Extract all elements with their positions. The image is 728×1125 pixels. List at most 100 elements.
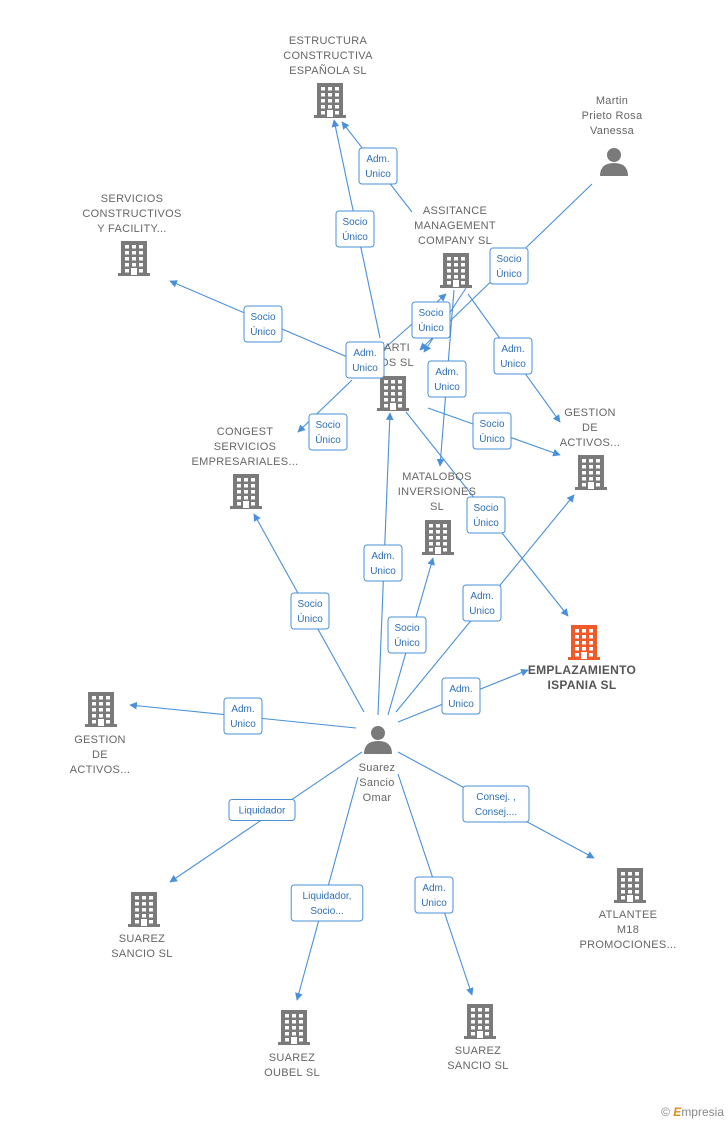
- node-gestion1[interactable]: GESTIONDEACTIVOS...: [560, 407, 620, 490]
- edge-label-text: Único: [297, 612, 323, 625]
- building-icon: [118, 241, 150, 276]
- node-matalobos[interactable]: MATALOBOS INVERSIONES SL: [398, 471, 477, 555]
- node-label-line: Sancio: [359, 777, 394, 789]
- building-icon: [464, 1004, 496, 1039]
- edge-label-text: Socio: [418, 308, 443, 319]
- node-label-line: DE: [582, 422, 598, 434]
- edge-label-text: Adm.: [231, 704, 254, 715]
- node-label-line: MANAGEMENT: [414, 220, 496, 232]
- edge-label-text: Único: [394, 636, 420, 649]
- edge-label-suarez-to-suarez_oubel[interactable]: Liquidador, Socio...: [290, 884, 364, 922]
- node-atlantee[interactable]: ATLANTEEM18PROMOCIONES...: [579, 868, 676, 951]
- person-icon: [364, 726, 392, 754]
- edge-label-text: Unico: [230, 719, 256, 730]
- edge-label-text: Adm.: [435, 367, 458, 378]
- brand-watermark[interactable]: © Empresia: [661, 1105, 724, 1119]
- node-label-line: CONGEST: [217, 426, 274, 438]
- edge-label-suarez-to-suarez_sancio1[interactable]: Liquidador: [228, 799, 296, 821]
- edge-label-text: Socio...: [310, 906, 343, 917]
- node-congest[interactable]: CONGESTSERVICIOSEMPRESARIALES...: [192, 426, 299, 509]
- node-label-line: ISPANIA SL: [547, 678, 616, 692]
- node-label-line: CONSTRUCTIVA: [283, 50, 373, 62]
- edge-label-assitance-to-gestion1[interactable]: Adm. Unico: [493, 337, 533, 375]
- node-label-line: OUBEL SL: [264, 1067, 320, 1079]
- node-suarez_oubel[interactable]: SUAREZ OUBEL SL: [264, 1010, 320, 1079]
- node-label-line: GESTION: [74, 734, 126, 746]
- node-label-line: ESTRUCTURA: [289, 35, 368, 47]
- node-label-line: COMPANY SL: [418, 235, 492, 247]
- edge-label-text: Único: [479, 432, 505, 445]
- node-label-line: SANCIO SL: [111, 948, 172, 960]
- node-label-line: MATALOBOS: [402, 471, 472, 483]
- edge-label-text: Unico: [421, 898, 447, 909]
- node-label-line: INVERSIONES: [398, 486, 477, 498]
- edge-label-suarez-to-gestion2[interactable]: Adm. Unico: [223, 697, 263, 735]
- edge-label-text: Adm.: [501, 344, 524, 355]
- node-label-line: SUAREZ: [269, 1052, 315, 1064]
- edge-label-assitance-to-marti[interactable]: Adm.Unico: [345, 341, 385, 379]
- edge-label-text: Unico: [434, 382, 460, 393]
- edge-label-text: Unico: [500, 359, 526, 370]
- node-label-line: SL: [430, 501, 444, 513]
- edge-labels-layer: SocioÚnicoAdm.UnicoSocioÚnicoSocioÚnicoS…: [223, 147, 533, 922]
- brand-logo-initial: E: [673, 1105, 682, 1119]
- edge-label-suarez-to-emplazamiento[interactable]: Adm.Unico: [441, 677, 481, 715]
- node-label-line: Suarez: [359, 762, 396, 774]
- edge-label-text: Adm.: [470, 591, 493, 602]
- node-label-line: SERVICIOS: [101, 193, 163, 205]
- edge-label-assitance-to-matalobos[interactable]: Adm. Unico: [427, 360, 467, 398]
- node-label-line: EMPLAZAMIENTO: [528, 663, 636, 677]
- building-icon: [128, 892, 160, 927]
- node-label-line: Prieto Rosa: [582, 110, 643, 122]
- person-icon: [600, 148, 628, 176]
- edge-label-suarez-to-atlantee[interactable]: Consej. , Consej....: [462, 785, 530, 823]
- node-label-line: M18: [617, 924, 639, 936]
- building-icon: [314, 83, 346, 118]
- node-suarez_sancio1[interactable]: SUAREZ SANCIO SL: [111, 892, 172, 960]
- node-label-line: Martin: [596, 95, 628, 107]
- edge-label-text: Socio: [250, 312, 275, 323]
- edge-label-text: Socio: [394, 623, 419, 634]
- node-label-line: Omar: [363, 792, 392, 804]
- edge-label-text: Unico: [365, 169, 391, 180]
- node-label-line: SUAREZ: [119, 933, 165, 945]
- edge-label-text: Socio: [479, 419, 504, 430]
- node-label-line: Vanessa: [590, 125, 635, 137]
- building-icon: [614, 868, 646, 903]
- node-label-line: SERVICIOS: [214, 441, 276, 453]
- edge-label-text: Unico: [352, 363, 378, 374]
- edge-label-text: Liquidador,: [303, 891, 352, 902]
- edge-label-text: Consej....: [475, 807, 517, 818]
- node-gestion2[interactable]: GESTIONDEACTIVOS...: [70, 692, 130, 776]
- edge-label-suarez-to-marti[interactable]: Adm.Unico: [363, 544, 403, 582]
- building-icon: [568, 625, 600, 660]
- edge-label-suarez-to-suarez_sancio2[interactable]: Adm.Unico: [414, 876, 454, 914]
- edge-label-assitance-to-estructura[interactable]: Adm.Unico: [358, 147, 398, 185]
- edge-label-text: Unico: [469, 606, 495, 617]
- edge-label-text: Consej. ,: [476, 792, 515, 803]
- edge-label-text: Adm.: [371, 551, 394, 562]
- node-label-line: CONSTRUCTIVOS: [82, 208, 181, 220]
- building-icon: [440, 253, 472, 288]
- edge-label-suarez-to-gestion1[interactable]: Adm. Unico: [462, 584, 502, 622]
- building-icon: [230, 474, 262, 509]
- building-icon: [575, 455, 607, 490]
